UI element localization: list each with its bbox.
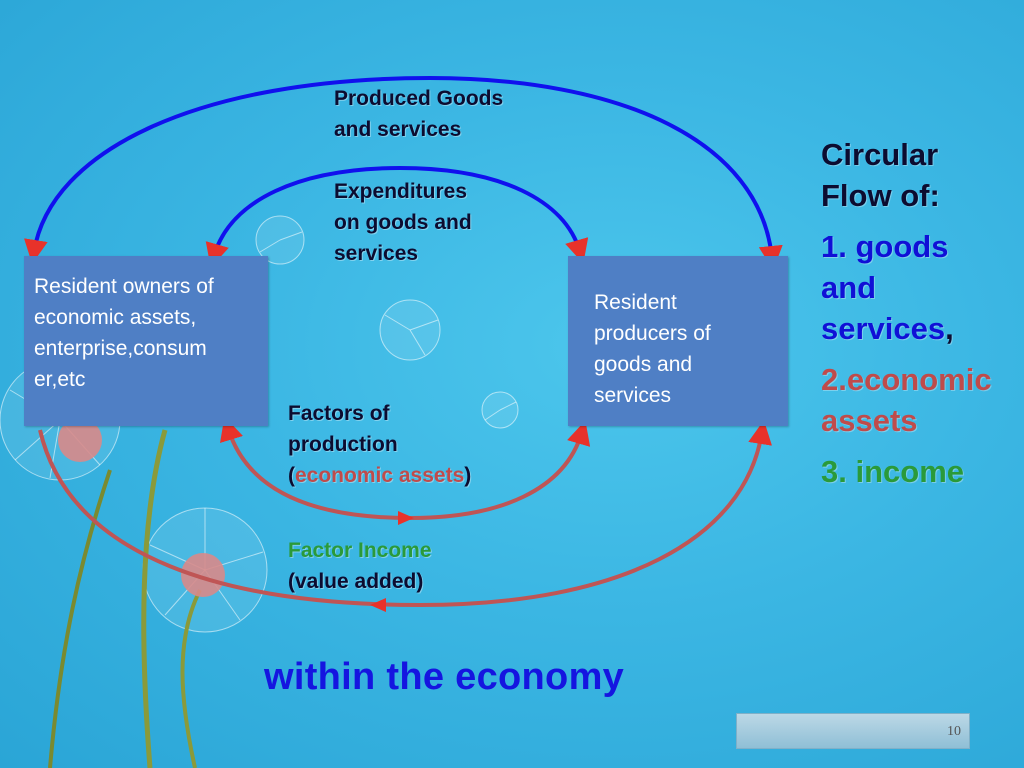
- box-text-line: economic assets,: [34, 306, 197, 329]
- circular-flow-legend: Circular Flow of: 1. goods and services,…: [821, 134, 992, 492]
- resident-owners-box: Resident owners of economic assets, ente…: [24, 256, 268, 426]
- legend-item-goods-services: services: [821, 311, 946, 346]
- legend-heading: Flow of:: [821, 178, 940, 213]
- page-number: 10: [947, 724, 961, 739]
- legend-heading: Circular: [821, 137, 939, 172]
- label-line: Factor Income: [288, 539, 432, 562]
- slide-footer-bar: 10: [736, 713, 970, 749]
- label-line: Expenditures: [334, 180, 468, 203]
- label-line: on goods and: [334, 211, 472, 234]
- label-line: and services: [334, 118, 462, 141]
- legend-item-income: 3. income: [821, 454, 964, 489]
- produced-goods-label: Produced Goods and services: [334, 83, 503, 145]
- label-line: Produced Goods: [334, 87, 504, 110]
- factor-income-label: Factor Income (value added): [288, 535, 432, 597]
- outer-blue-flow-arrow: [24, 75, 783, 270]
- economic-assets-highlight: economic assets: [295, 464, 465, 487]
- legend-comma: ,: [945, 311, 954, 346]
- inner-blue-flow-arrow: [205, 165, 589, 268]
- label-line: (value added): [288, 570, 424, 593]
- box-text-line: goods and: [594, 353, 693, 376]
- box-text-line: Resident: [594, 291, 677, 314]
- paren: (: [288, 464, 295, 487]
- arrowhead-icon: [398, 511, 414, 525]
- box-text-line: Resident owners of: [34, 275, 214, 298]
- paren: ): [464, 464, 472, 487]
- label-line: services: [334, 242, 419, 265]
- legend-item-goods: 1. goods: [821, 229, 949, 264]
- box-text-line: er,etc: [34, 368, 86, 391]
- arrowhead-icon: [370, 598, 386, 612]
- label-line: Factors of: [288, 402, 390, 425]
- legend-item-assets: assets: [821, 403, 918, 438]
- expenditures-label: Expenditures on goods and services: [334, 176, 472, 269]
- box-text-line: services: [594, 384, 672, 407]
- legend-item-goods: and: [821, 270, 877, 305]
- box-text-line: producers of: [594, 322, 711, 345]
- label-line: production: [288, 433, 398, 456]
- within-economy-caption: within the economy: [264, 656, 625, 698]
- label-line: (economic assets): [288, 460, 471, 491]
- box-text-line: enterprise,consum: [34, 337, 207, 360]
- outer-red-flow-arrow: [38, 420, 772, 608]
- legend-item-goods: services,: [821, 308, 992, 349]
- factors-of-production-label: Factors of production (economic assets): [288, 398, 471, 491]
- resident-producers-box: Resident producers of goods and services: [568, 256, 788, 426]
- legend-item-assets: 2.economic: [821, 362, 992, 397]
